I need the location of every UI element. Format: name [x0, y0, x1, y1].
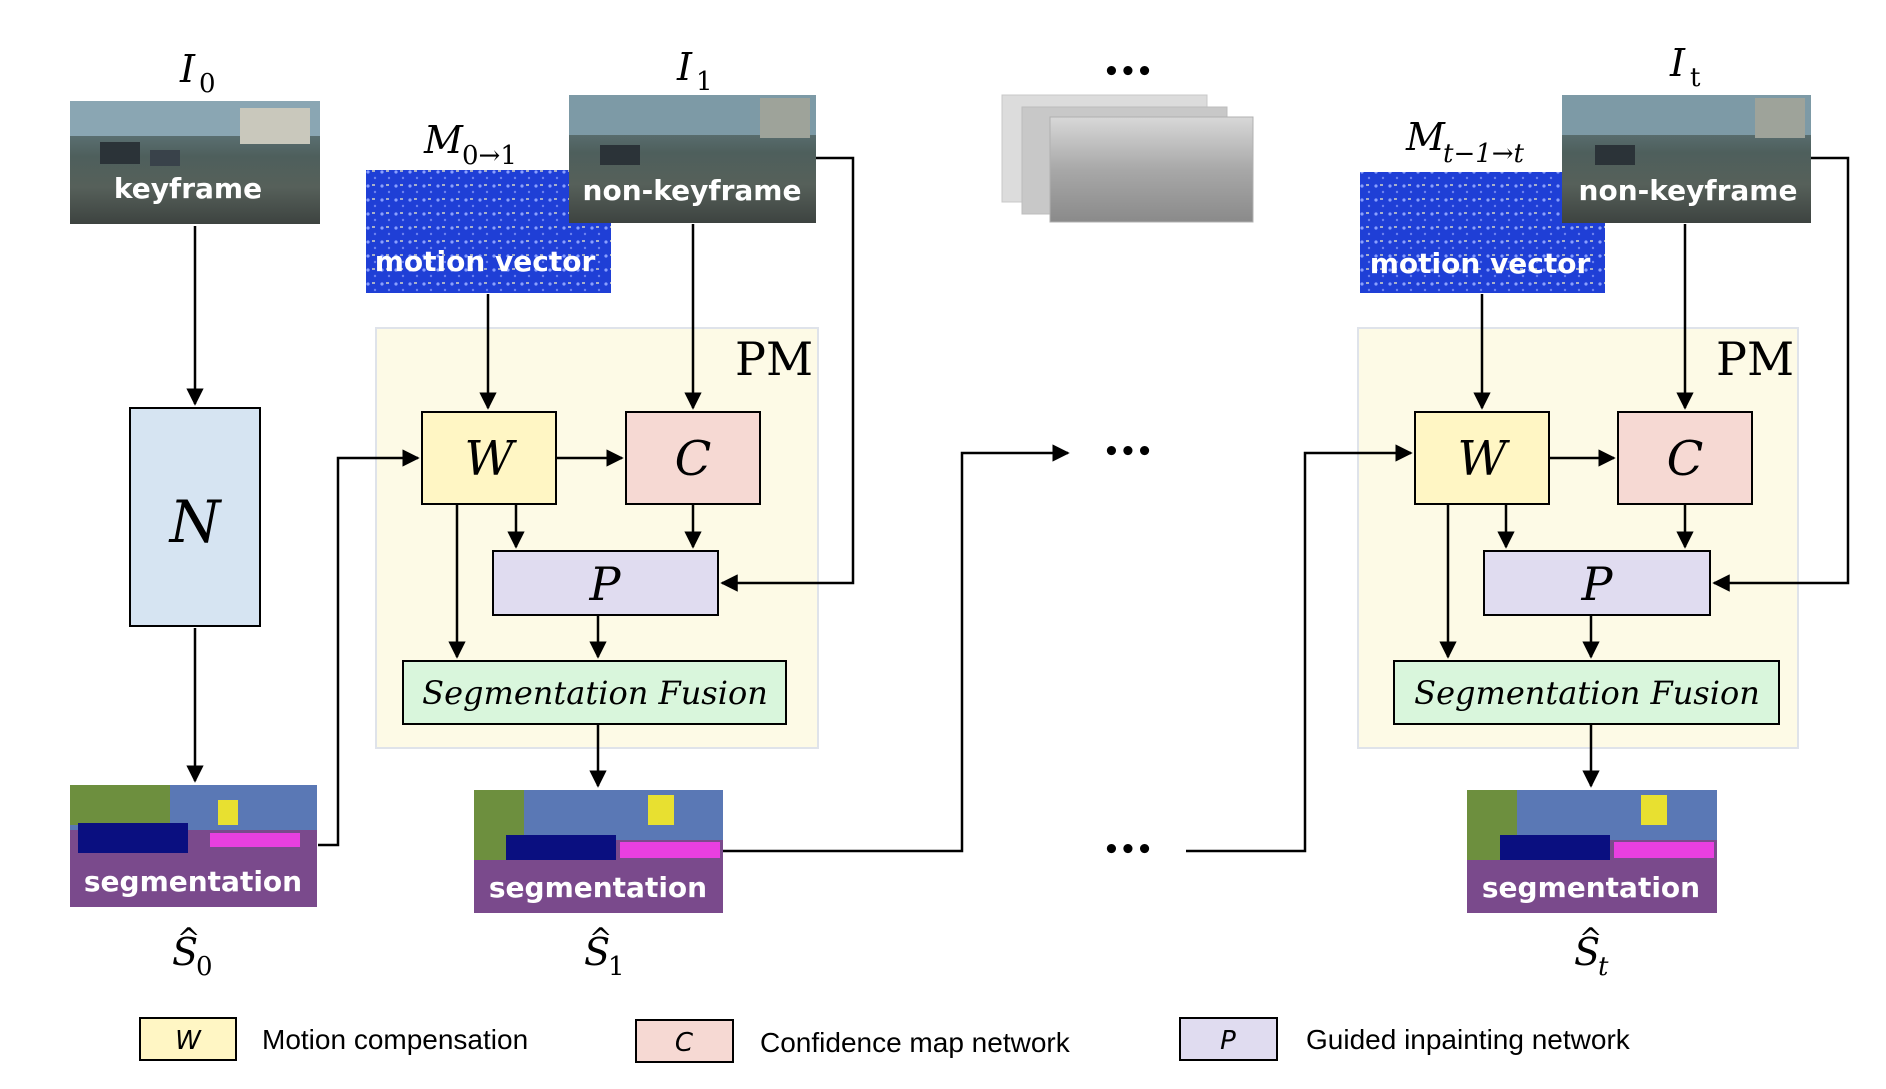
svg-text:0: 0: [199, 69, 216, 99]
svg-text:W: W: [1457, 431, 1510, 487]
svg-text:C: C: [1667, 431, 1704, 487]
svg-text:Segmentation Fusion: Segmentation Fusion: [1414, 674, 1760, 712]
svg-text:P: P: [1581, 557, 1614, 611]
svg-text:^: ^: [1579, 922, 1602, 955]
svg-text:I: I: [676, 45, 693, 89]
motion-vector-label-1: motion vector: [375, 245, 596, 278]
svg-text:M: M: [423, 118, 464, 162]
ellipsis-bottom: •••: [1103, 835, 1153, 865]
fusion-box-1: Segmentation Fusion: [402, 660, 787, 725]
svg-text:1: 1: [696, 67, 713, 97]
nonkeyframe-label-2: non-keyframe: [1579, 174, 1798, 207]
stacked-frames-image: [1001, 94, 1254, 223]
svg-text:C: C: [675, 1028, 694, 1058]
svg-text:t−1→t: t−1→t: [1443, 139, 1525, 169]
svg-text:t: t: [1598, 952, 1609, 982]
segmentation-st-image: segmentation: [1467, 790, 1717, 913]
keyframe-image: keyframe: [70, 101, 320, 224]
ellipsis-middle: •••: [1103, 437, 1153, 467]
p-box-1: P: [492, 550, 719, 616]
segmentation-st-label: segmentation: [1482, 871, 1700, 904]
frame-it-title: I t: [1669, 41, 1701, 93]
w-box-2: W: [1414, 411, 1550, 505]
motion-mt-title: M t−1→t: [1405, 115, 1525, 169]
c-box-2: C: [1617, 411, 1753, 505]
legend-item-p: P Guided inpainting network: [1179, 1017, 1631, 1061]
segmentation-s0-label: segmentation: [84, 865, 302, 898]
output-s0-title: S ^ 0: [172, 922, 213, 982]
svg-text:S: S: [1574, 930, 1600, 974]
segmentation-s1-image: segmentation: [474, 790, 723, 913]
motion-vector-label-2: motion vector: [1370, 247, 1591, 280]
ellipsis-top: •••: [1103, 57, 1153, 87]
svg-text:Segmentation Fusion: Segmentation Fusion: [422, 674, 768, 712]
svg-text:P: P: [589, 557, 622, 611]
output-st-title: S ^ t: [1574, 922, 1609, 982]
network-n-box: N: [129, 407, 261, 627]
legend-item-c: C Confidence map network: [635, 1019, 1071, 1063]
legend-item-w: W Motion compensation: [139, 1017, 528, 1061]
svg-text:1: 1: [608, 952, 625, 982]
svg-text:Guided inpainting network: Guided inpainting network: [1306, 1024, 1631, 1055]
svg-text:I: I: [179, 47, 196, 91]
c-box-1: C: [625, 411, 761, 505]
svg-text:PM: PM: [735, 332, 813, 386]
output-s1-title: S ^ 1: [584, 922, 625, 982]
nonkeyframe-image-1: non-keyframe: [569, 95, 816, 223]
svg-text:M: M: [1405, 115, 1446, 159]
frame-i1-title: I 1: [676, 45, 713, 97]
legend: W Motion compensation C Confidence map n…: [139, 1017, 1631, 1063]
svg-text:P: P: [1220, 1026, 1236, 1056]
svg-text:C: C: [675, 431, 712, 487]
svg-text:Confidence map network: Confidence map network: [760, 1027, 1071, 1058]
frame-i0-title: I 0: [179, 47, 216, 99]
svg-text:N: N: [168, 488, 223, 556]
svg-text:^: ^: [589, 922, 612, 955]
svg-text:S: S: [172, 930, 198, 974]
nonkeyframe-label-1: non-keyframe: [583, 174, 802, 207]
w-box-1: W: [421, 411, 557, 505]
svg-text:W: W: [464, 431, 517, 487]
nonkeyframe-image-2: non-keyframe: [1562, 95, 1811, 223]
svg-text:S: S: [584, 930, 610, 974]
segmentation-s1-label: segmentation: [489, 871, 707, 904]
fusion-box-2: Segmentation Fusion: [1393, 660, 1780, 725]
svg-text:PM: PM: [1716, 332, 1794, 386]
svg-text:Motion compensation: Motion compensation: [262, 1024, 528, 1055]
connectors: [186, 156, 1850, 853]
segmentation-s0-image: segmentation: [70, 785, 317, 907]
svg-text:0→1: 0→1: [462, 141, 517, 171]
p-box-2: P: [1483, 550, 1711, 616]
motion-m1-title: M 0→1: [423, 118, 517, 171]
svg-text:I: I: [1669, 41, 1686, 85]
svg-text:^: ^: [177, 922, 200, 955]
svg-text:W: W: [175, 1026, 202, 1056]
svg-text:t: t: [1690, 63, 1701, 93]
svg-text:0: 0: [196, 952, 213, 982]
keyframe-label: keyframe: [114, 172, 262, 205]
